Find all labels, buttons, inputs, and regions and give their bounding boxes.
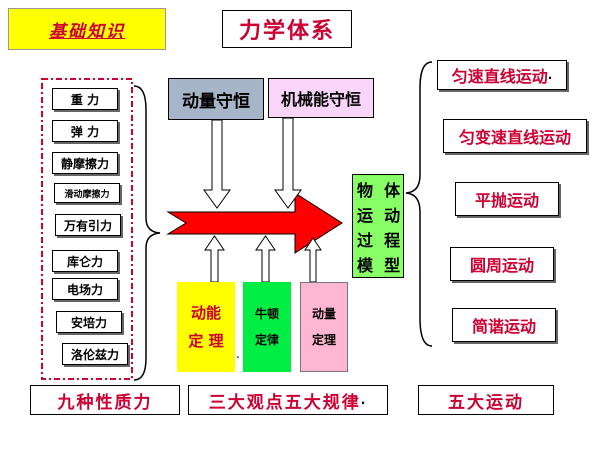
page-title: 力学体系	[222, 10, 352, 48]
force-item: 滑动摩擦力	[54, 183, 120, 203]
force-item: 库仑力	[52, 250, 118, 272]
dot-mark: .	[236, 347, 240, 361]
nine-forces-label: 九种性质力	[30, 385, 180, 415]
up-arrow-kinetic	[204, 235, 225, 283]
kinetic-energy-theorem-box: 动能 定 理	[177, 282, 235, 372]
momentum-theorem-line: 定理	[311, 333, 336, 347]
up-arrow-newton	[255, 235, 276, 283]
force-item: 重 力	[52, 88, 118, 110]
center-line: 模 型	[357, 256, 401, 275]
motion-item: 圆周运动	[450, 247, 554, 281]
force-item: 静摩擦力	[52, 152, 118, 174]
newton-law-box: 牛顿 定律	[243, 282, 291, 372]
force-item: 安培力	[56, 311, 122, 333]
kinetic-line: 定 理	[188, 332, 224, 350]
five-motions-label: 五大运动	[418, 385, 554, 415]
mechanical-energy-conservation-label: 机械能守恒	[280, 90, 361, 109]
motion-item: 匀速直线运动.	[437, 60, 567, 90]
force-item: 弹 力	[52, 120, 118, 142]
force-item: 洛伦兹力	[62, 343, 128, 365]
motion-item: 匀变速直线运动	[443, 119, 587, 153]
left-brace	[133, 85, 161, 381]
center-line: 物 体	[357, 181, 401, 200]
mechanical-energy-conservation-box: 机械能守恒	[268, 78, 374, 118]
momentum-theorem-box: 动量 定理	[300, 282, 348, 372]
momentum-conservation-box: 动量守恒	[168, 78, 264, 120]
force-item: 电场力	[52, 278, 118, 300]
center-line: 过 程	[357, 231, 401, 250]
motion-item: 简谐运动	[452, 308, 556, 342]
down-arrow-momentum	[203, 119, 231, 209]
badge: 基础知识	[8, 8, 166, 50]
center-line: 运 动	[357, 206, 401, 225]
page-title-text: 力学体系	[238, 19, 335, 44]
momentum-conservation-label: 动量守恒	[182, 91, 250, 112]
object-motion-model-box: 物 体 运 动 过 程 模 型	[352, 174, 404, 278]
momentum-theorem-line: 动量	[311, 307, 336, 321]
badge-text: 基础知识	[49, 21, 125, 42]
forces-frame	[41, 78, 133, 380]
three-views-five-laws-label: 三大观点五大规律.	[188, 385, 388, 415]
kinetic-line: 动能	[190, 304, 221, 322]
up-arrow-momentum-theorem	[304, 237, 322, 283]
motion-item: 平抛运动	[455, 182, 559, 216]
main-red-arrow	[166, 192, 343, 254]
right-brace	[405, 61, 433, 347]
force-item: 万有引力	[55, 214, 121, 236]
newton-line: 定律	[254, 333, 279, 347]
down-arrow-mechanical	[274, 117, 302, 209]
newton-line: 牛顿	[254, 307, 279, 321]
